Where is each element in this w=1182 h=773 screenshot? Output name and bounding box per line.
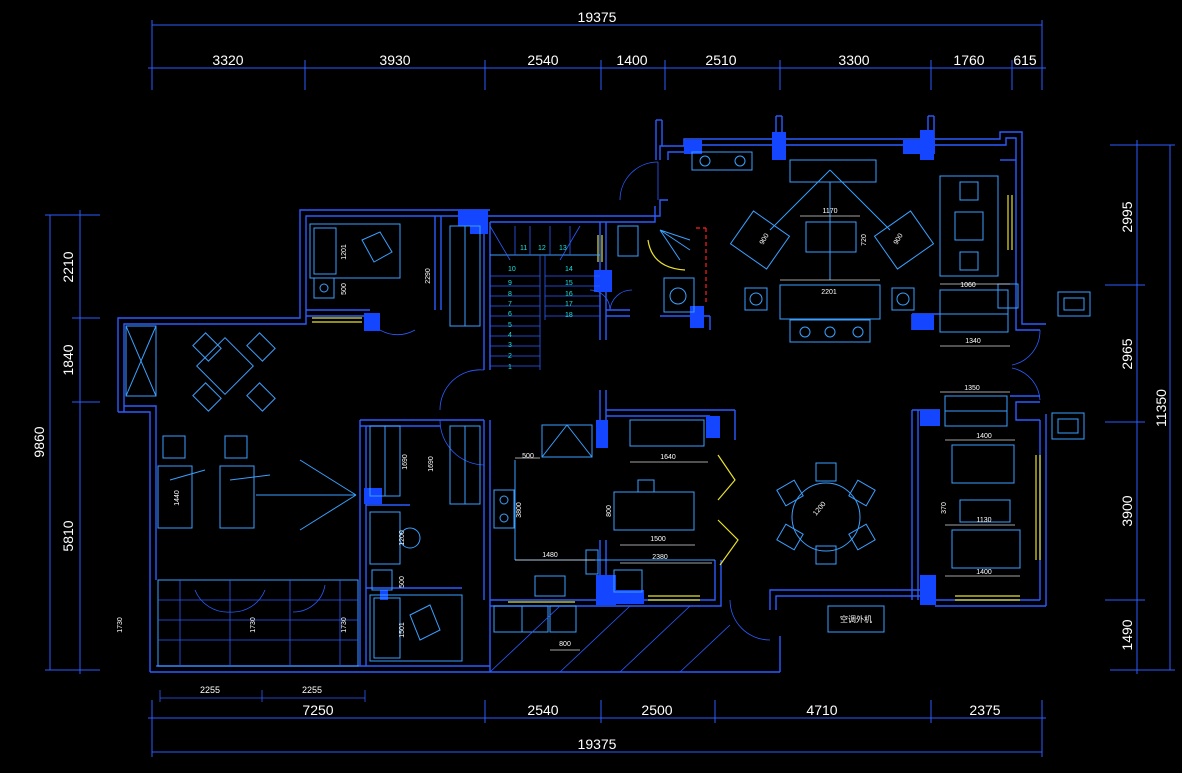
right-dim-4: 1490 bbox=[1119, 619, 1135, 650]
stair-step-8: 8 bbox=[508, 291, 512, 298]
left-dim-2: 1840 bbox=[60, 344, 76, 375]
windows bbox=[312, 195, 1041, 603]
stair-step-11: 11 bbox=[520, 245, 527, 252]
stair-step-14: 14 bbox=[565, 266, 573, 273]
right-total-dim: 11350 bbox=[1153, 389, 1169, 427]
dim-arm-l: 900 bbox=[759, 232, 771, 246]
left-total-dim: 9860 bbox=[31, 426, 47, 457]
dim-wardrobe3: 1690 bbox=[428, 456, 435, 472]
stair-step-4: 4 bbox=[508, 332, 512, 339]
stair-step-5: 5 bbox=[508, 322, 512, 329]
dim-island-1500: 1500 bbox=[650, 536, 666, 543]
dim-lounge-1440: 1440 bbox=[174, 490, 181, 506]
room-dimension-labels: 1201 500 2290 10 9 8 7 6 5 4 3 2 1 11 12… bbox=[117, 208, 992, 648]
dim-counter-1640: 1640 bbox=[660, 454, 676, 461]
top-dim-4: 1400 bbox=[616, 52, 647, 68]
right-dimension-lines: 11350 2995 2965 3900 1490 bbox=[1105, 140, 1175, 674]
dim-bed1-b: 500 bbox=[341, 283, 348, 295]
stair-step-16: 16 bbox=[565, 291, 573, 298]
stair-step-1: 1 bbox=[508, 364, 512, 371]
dim-wardrobe2: 1690 bbox=[402, 454, 409, 470]
stair-step-10: 10 bbox=[508, 266, 516, 273]
dim-1350: 1350 bbox=[964, 385, 980, 392]
top-dim-2: 3930 bbox=[379, 52, 410, 68]
top-dim-7: 1760 bbox=[953, 52, 984, 68]
red-dashed-door bbox=[696, 227, 707, 302]
top-dim-1: 3320 bbox=[212, 52, 243, 68]
dim-kitchen-500: 500 bbox=[522, 453, 534, 460]
dim-1340: 1340 bbox=[965, 338, 981, 345]
stair-step-3: 3 bbox=[508, 342, 512, 349]
stair-step-13: 13 bbox=[559, 245, 567, 252]
bottom-sub-dim-1: 2255 bbox=[200, 685, 220, 695]
dim-sofa-w: 1170 bbox=[822, 208, 837, 215]
left-dimension-lines: 9860 2210 1840 5810 bbox=[31, 210, 100, 674]
dim-table2: 1130 bbox=[976, 517, 991, 524]
furniture bbox=[125, 151, 1091, 673]
doors bbox=[194, 161, 1041, 641]
stair-step-17: 17 bbox=[565, 301, 573, 308]
dim-tv-h: 720 bbox=[861, 234, 868, 246]
stair-step-6: 6 bbox=[508, 311, 512, 318]
dim-wardrobe1: 2290 bbox=[425, 268, 432, 284]
dim-sofa2-gap: 370 bbox=[941, 502, 948, 514]
top-dimension-lines: 19375 3320 3930 2540 1400 2510 3300 1760… bbox=[148, 9, 1046, 90]
right-dim-3: 3900 bbox=[1119, 495, 1135, 526]
bottom-dim-1: 7250 bbox=[302, 702, 333, 718]
dim-balcony-b: 1730 bbox=[250, 617, 257, 633]
dim-bath-1200: 1200 bbox=[399, 530, 406, 546]
bottom-dim-3: 2500 bbox=[641, 702, 672, 718]
top-dim-3: 2540 bbox=[527, 52, 558, 68]
right-dim-2: 2965 bbox=[1119, 338, 1135, 369]
stair-step-2: 2 bbox=[508, 353, 512, 360]
left-dim-3: 5810 bbox=[60, 520, 76, 551]
stair-step-15: 15 bbox=[565, 280, 573, 287]
bottom-dim-2: 2540 bbox=[527, 702, 558, 718]
bottom-total-dim: 19375 bbox=[578, 736, 617, 752]
dim-sofa-main: 2201 bbox=[821, 289, 837, 296]
dim-bed2: 1501 bbox=[399, 622, 406, 638]
dim-kitchen-3800: 3800 bbox=[516, 502, 523, 518]
dim-island-800: 800 bbox=[606, 505, 613, 517]
columns bbox=[364, 130, 940, 605]
bottom-dim-5: 2375 bbox=[969, 702, 1000, 718]
dim-sofa3-w: 1400 bbox=[976, 569, 992, 576]
interior-dim-lines bbox=[515, 215, 1020, 651]
left-dim-1: 2210 bbox=[60, 251, 76, 282]
stair-step-12: 12 bbox=[538, 245, 546, 252]
stair-step-18: 18 bbox=[565, 312, 573, 319]
dim-arm-r: 900 bbox=[893, 232, 905, 246]
top-dim-5: 2510 bbox=[705, 52, 736, 68]
dim-bed1-a: 1201 bbox=[341, 244, 348, 260]
dim-kitchen-1480: 1480 bbox=[542, 552, 558, 559]
bottom-sub-dim-2: 2255 bbox=[302, 685, 322, 695]
dim-bath-500: 500 bbox=[399, 576, 406, 588]
stair-step-7: 7 bbox=[508, 301, 512, 308]
dim-dining: 1200 bbox=[812, 501, 827, 518]
dim-sofa2-w: 1400 bbox=[976, 433, 992, 440]
walls bbox=[117, 115, 1047, 673]
dim-balcony-c: 1730 bbox=[341, 617, 348, 633]
dim-sink-800: 800 bbox=[559, 641, 571, 648]
dim-counter-2380: 2380 bbox=[652, 554, 668, 561]
right-dim-1: 2995 bbox=[1119, 201, 1135, 232]
top-total-dim: 19375 bbox=[578, 9, 617, 25]
stair-step-9: 9 bbox=[508, 280, 512, 287]
dim-balcony-a: 1730 bbox=[117, 617, 124, 633]
top-dim-6: 3300 bbox=[838, 52, 869, 68]
bottom-dimension-lines: 19375 7250 2540 2500 4710 2375 2255 2255 bbox=[148, 685, 1046, 757]
dim-1060: 1060 bbox=[960, 282, 976, 289]
bottom-dim-4: 4710 bbox=[806, 702, 837, 718]
ac-unit-label: 空调外机 bbox=[840, 614, 872, 624]
top-dim-8: 615 bbox=[1013, 52, 1037, 68]
